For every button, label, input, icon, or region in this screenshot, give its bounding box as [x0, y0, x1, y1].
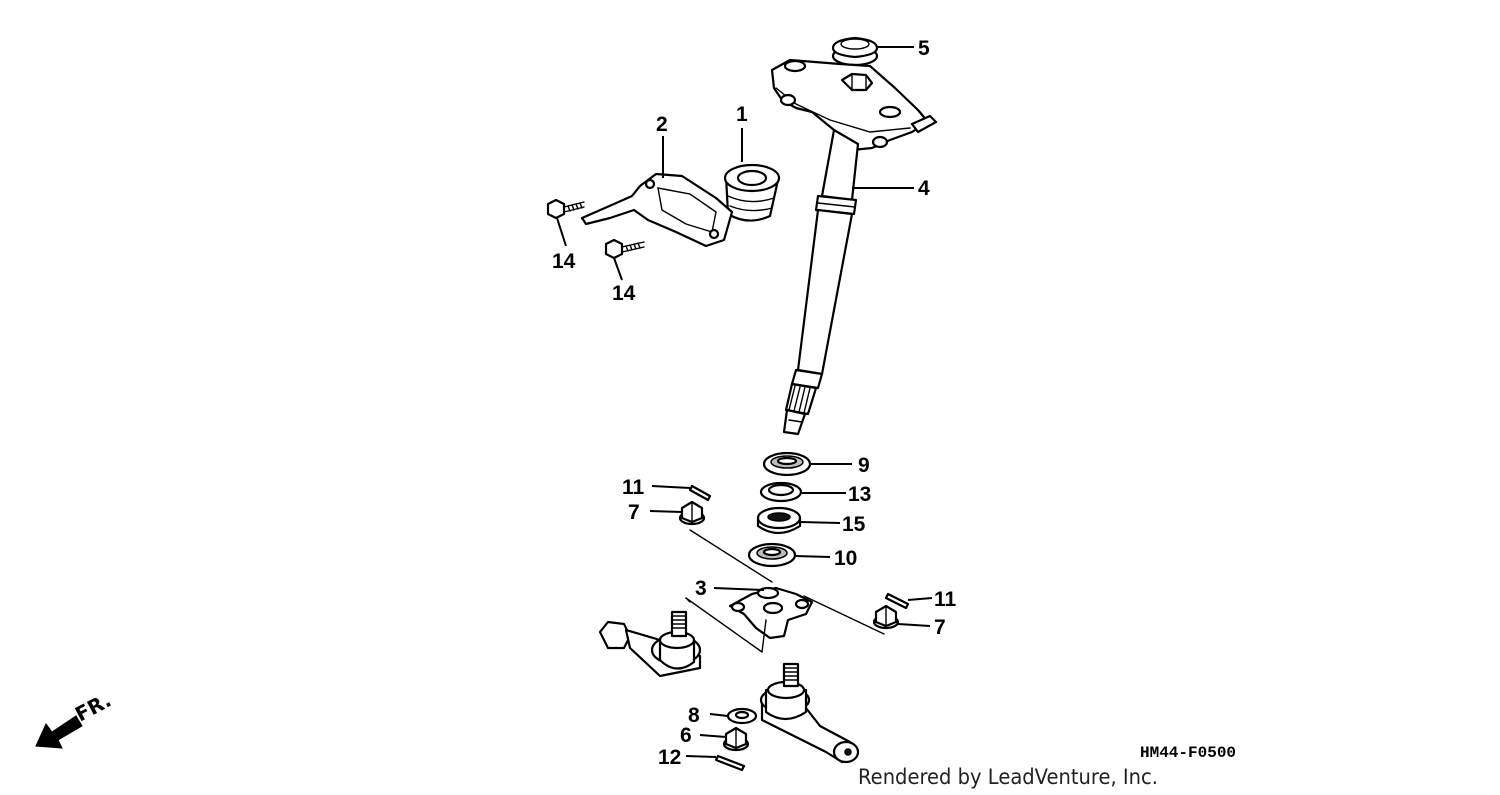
diagram-code: HM44-F0500	[1140, 744, 1236, 762]
callout-14-lower: 14	[612, 282, 636, 305]
part-6-nut[interactable]	[722, 726, 750, 752]
callout-6: 6	[680, 724, 692, 747]
part-9-bearing[interactable]	[762, 451, 812, 477]
part-4-steering-shaft[interactable]	[770, 58, 938, 436]
part-5-cap[interactable]	[831, 36, 879, 67]
part-15-bearing[interactable]	[756, 506, 802, 535]
callout-4: 4	[918, 177, 930, 200]
callout-2: 2	[656, 113, 668, 136]
callout-7-left: 7	[628, 501, 640, 524]
part-14-bolt-lower[interactable]	[604, 238, 645, 260]
callout-10: 10	[834, 547, 857, 570]
part-13-seal[interactable]	[759, 481, 803, 503]
part-3-pitman-arm[interactable]	[728, 586, 814, 640]
part-7-nut-right[interactable]	[872, 604, 900, 630]
part-12-cotter-pin[interactable]	[714, 754, 746, 772]
callout-12: 12	[658, 746, 681, 769]
credit-text: Rendered by LeadVenture, Inc.	[858, 765, 1158, 789]
callout-5: 5	[918, 37, 930, 60]
part-8-washer[interactable]	[726, 707, 758, 725]
callout-14-upper: 14	[552, 250, 576, 273]
part-10-seal[interactable]	[747, 542, 797, 568]
callout-11-right: 11	[934, 588, 957, 611]
part-1-bushing[interactable]	[723, 163, 781, 222]
callout-15: 15	[842, 513, 866, 536]
callout-13: 13	[848, 483, 871, 506]
front-arrow-icon	[35, 715, 83, 749]
tie-rod-end-left[interactable]	[598, 610, 702, 678]
part-2-bushing-holder[interactable]	[580, 172, 734, 248]
part-11-cotter-pin-right[interactable]	[884, 592, 910, 610]
callout-1: 1	[736, 103, 748, 126]
part-11-cotter-pin-left[interactable]	[688, 484, 712, 502]
callout-11-left: 11	[622, 476, 645, 499]
callout-9: 9	[858, 454, 870, 477]
callout-7-right: 7	[934, 616, 946, 639]
part-14-bolt-upper[interactable]	[546, 198, 585, 220]
front-direction-indicator: FR.	[35, 688, 115, 749]
callout-3: 3	[695, 577, 707, 600]
leader-lines	[556, 46, 933, 758]
tie-rod-end-right[interactable]	[759, 662, 860, 764]
part-7-nut-left[interactable]	[678, 500, 706, 526]
callout-8: 8	[688, 704, 700, 727]
assembly-guide-lines	[685, 529, 885, 653]
